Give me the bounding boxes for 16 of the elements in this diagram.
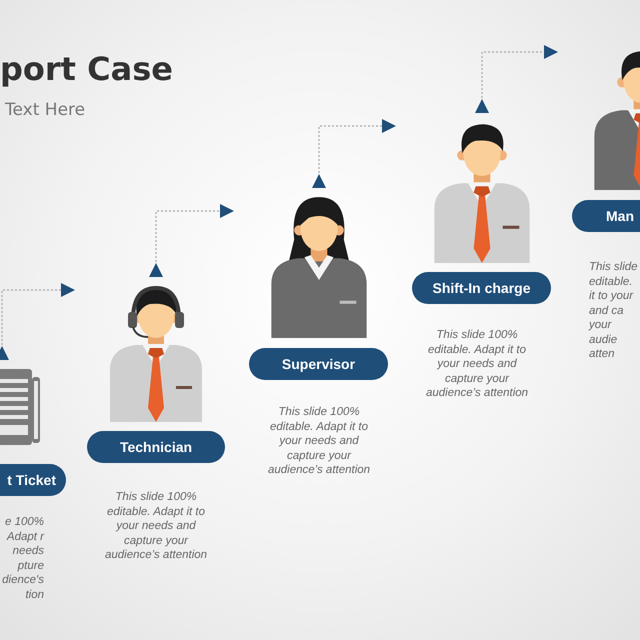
role-pill: Supervisor — [249, 348, 388, 380]
dotted-arrow — [475, 45, 558, 113]
dotted-arrow — [0, 283, 75, 360]
role-pill: Technician — [87, 431, 225, 463]
description-text: e 100% Adapt r needs pture dience's tion — [1, 515, 44, 602]
role-pill: t Ticket — [0, 464, 66, 496]
dotted-arrow — [149, 204, 234, 277]
description-text: This slide 100% editable. Adapt it to your needs and capture your audience’s attention — [104, 490, 208, 562]
dotted-arrow — [312, 119, 396, 188]
role-pill: Man — [572, 200, 640, 232]
subtitle: Text Here — [5, 100, 86, 120]
description-text: This slide 100% editable. Adapt it to your needs and capture your audience’s attention — [425, 328, 529, 400]
description-text: This slide editable. it to your and ca your audie atten — [589, 260, 639, 362]
title: port Case — [0, 50, 173, 88]
description-text: This slide 100% editable. Adapt it to your needs and capture your audience’s attention — [266, 405, 372, 478]
role-pill: Shift-In charge — [412, 272, 551, 304]
